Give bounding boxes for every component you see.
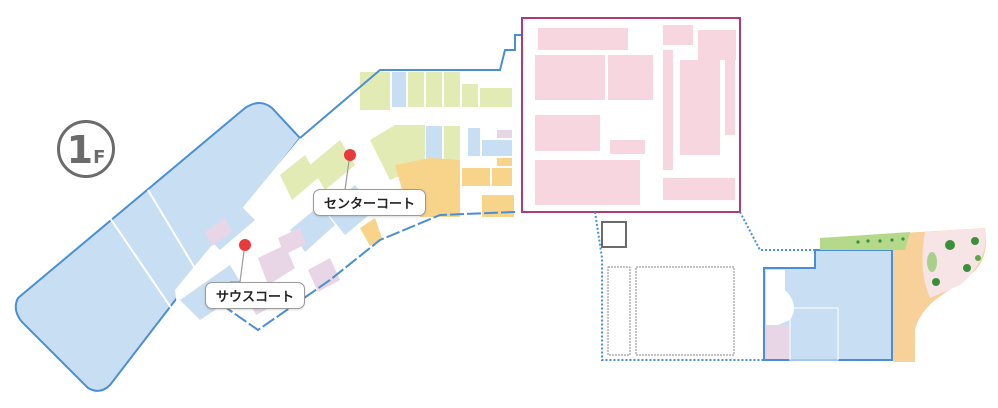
department-store (521, 17, 741, 213)
south-court-label[interactable]: サウスコート (205, 282, 306, 309)
park-area (820, 228, 986, 362)
center-court-label[interactable]: センターコート (313, 189, 427, 216)
annex-outline (594, 211, 815, 361)
floor-unit: F (93, 147, 106, 168)
floor-number: 1 (66, 128, 93, 172)
left-wing (14, 102, 302, 392)
floor-indicator: 1 F (57, 120, 115, 178)
east-wing (763, 249, 893, 361)
